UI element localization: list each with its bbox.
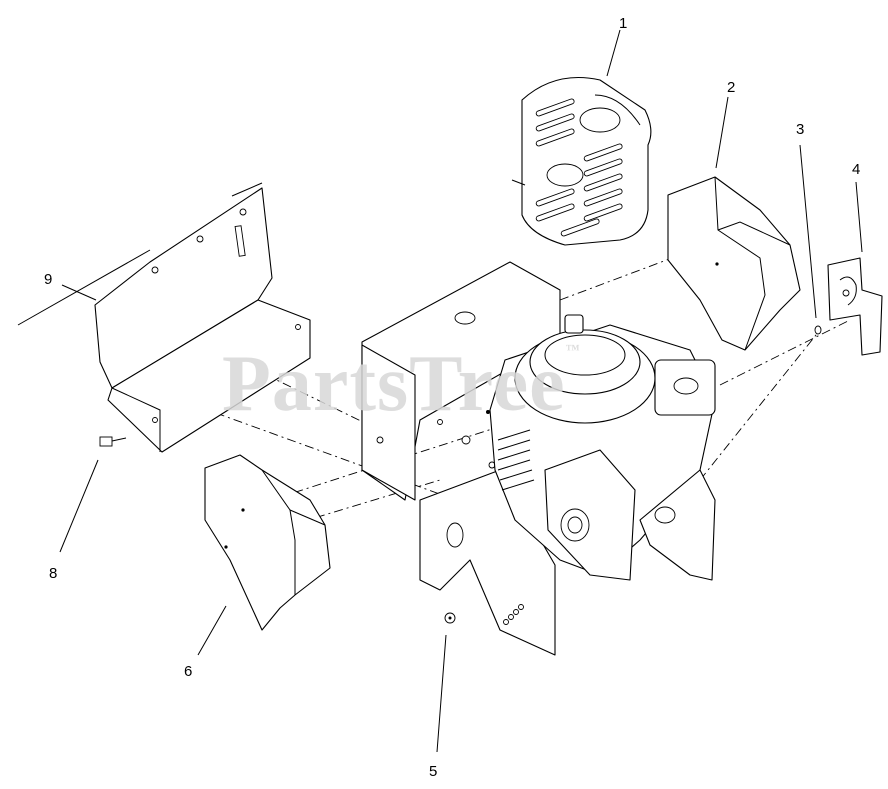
part-5-nut [444, 612, 456, 624]
callout-2: 2 [727, 79, 736, 96]
part-2-muffler-shield [667, 176, 801, 351]
engine [486, 314, 716, 581]
leader-lines [59, 29, 863, 753]
engine-mount-bracket [361, 261, 561, 656]
callout-3: 3 [796, 121, 805, 138]
part-3-washer [814, 325, 822, 335]
callout-1: 1 [619, 15, 628, 32]
part-6-side-shield [204, 454, 331, 631]
callout-6: 6 [184, 663, 193, 680]
bracket-slot-holes [503, 604, 524, 625]
part-1-muffler-guard [511, 77, 652, 246]
part-4-bracket [827, 257, 883, 356]
callout-8: 8 [49, 565, 58, 582]
engine-cooling-fins [497, 429, 535, 491]
part-9-heat-shield [17, 182, 311, 453]
callout-9: 9 [44, 271, 53, 288]
callout-4: 4 [852, 161, 861, 178]
muffler-guard-slots [535, 98, 623, 237]
part-8-bolt [99, 436, 127, 447]
callout-5: 5 [429, 763, 438, 780]
